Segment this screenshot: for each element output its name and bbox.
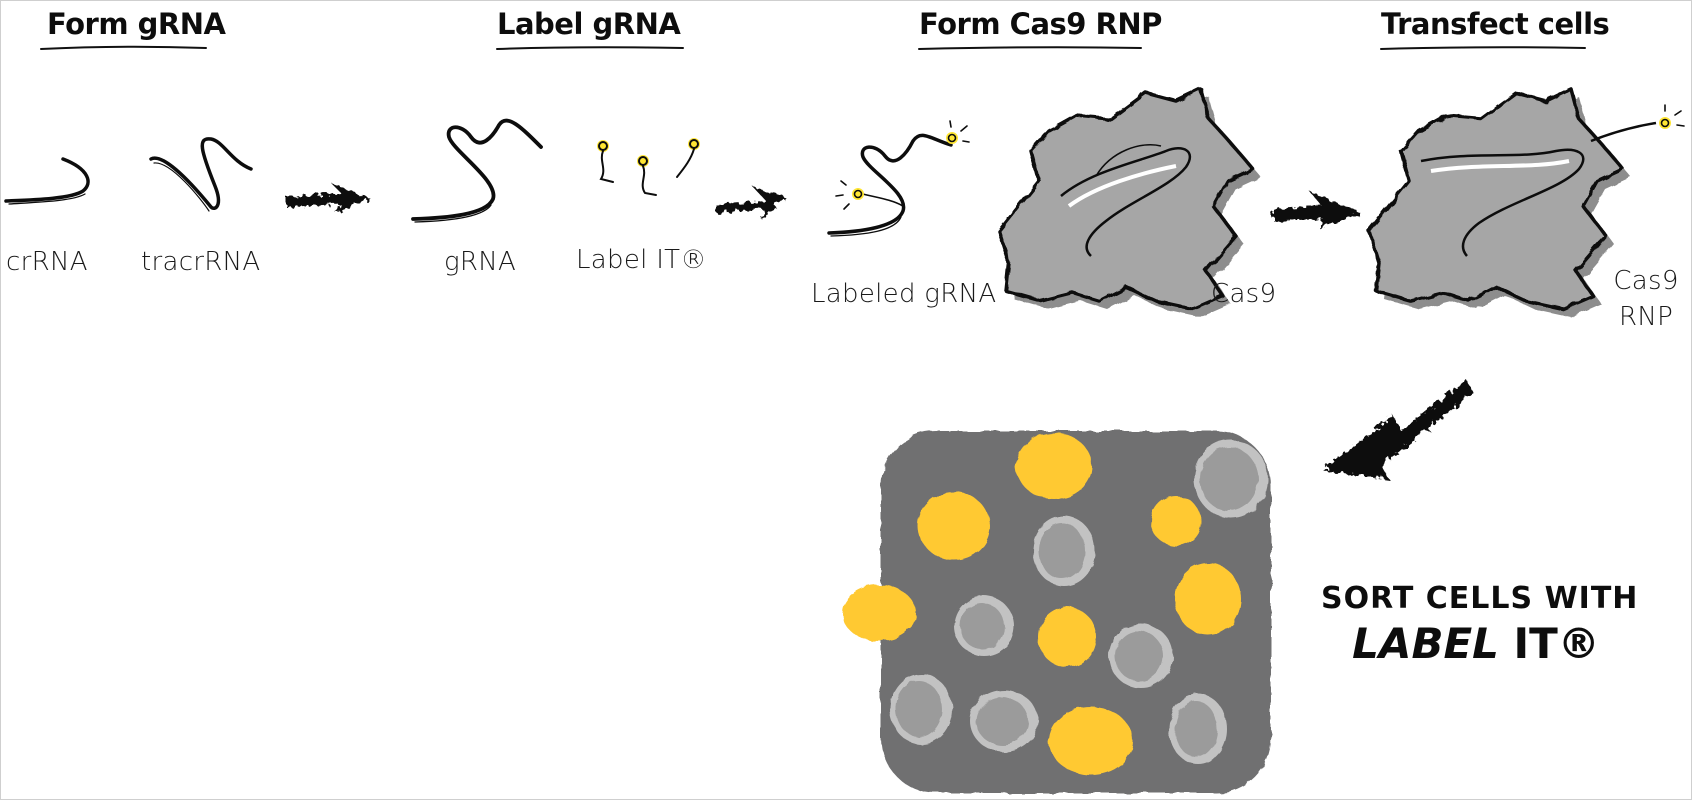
labeled-cell — [1049, 707, 1133, 775]
labeled-grna-strand — [827, 133, 953, 237]
unlabeled-cell — [1175, 701, 1217, 757]
unlabeled-cell — [1115, 631, 1163, 681]
cas9-rnp-complex — [1367, 87, 1657, 317]
label-labeled-grna: Labeled gRNA — [811, 279, 997, 309]
unlabeled-cell — [1039, 523, 1085, 579]
step-title-label-grna: Label gRNA — [497, 7, 681, 41]
label-tracrrna: tracrRNA — [141, 247, 261, 277]
labeled-cell — [842, 585, 916, 641]
labeled-cell — [1151, 496, 1201, 546]
cells-layer — [842, 433, 1268, 775]
arrow-3 — [1273, 191, 1361, 229]
unlabeled-cell — [896, 681, 942, 737]
title-underlines — [40, 45, 1586, 50]
label-cas9-rnp: Cas9 RNP — [1613, 266, 1679, 332]
step-title-form-grna: Form gRNA — [47, 7, 226, 41]
grna-strand — [411, 118, 543, 223]
labeled-cell — [918, 492, 990, 560]
step-title-form-cas9-rnp: Form Cas9 RNP — [919, 7, 1162, 41]
cas9-protein — [997, 87, 1261, 317]
label-it-molecules — [597, 138, 700, 196]
sort-caption-line1: SORT CELLS WITH — [1321, 581, 1639, 616]
labeled-cell — [1016, 433, 1092, 499]
label-crrna: crRNA — [6, 247, 88, 277]
labeled-grna-dyes — [835, 120, 970, 210]
sort-caption-it: IT® — [1498, 619, 1600, 668]
label-grna: gRNA — [444, 247, 517, 277]
tracrrna-strand — [149, 137, 253, 212]
unlabeled-cell — [960, 603, 1004, 649]
unlabeled-cell — [976, 697, 1028, 745]
unlabeled-cell — [1200, 447, 1258, 511]
arrow-4 — [1323, 379, 1473, 479]
step-title-transfect-cells: Transfect cells — [1381, 7, 1610, 41]
crrna-strand — [4, 157, 90, 205]
label-cas9: Cas9 — [1211, 279, 1277, 309]
sort-caption-label: LABEL — [1352, 619, 1499, 668]
label-label-it: Label IT® — [576, 245, 707, 275]
arrow-1 — [286, 183, 371, 213]
labeled-cell — [1038, 607, 1096, 667]
arrow-2 — [716, 187, 786, 219]
sort-caption-line2: LABEL IT® — [1351, 619, 1601, 668]
rnp-dye — [1659, 104, 1685, 129]
labeled-cell — [1175, 563, 1241, 635]
